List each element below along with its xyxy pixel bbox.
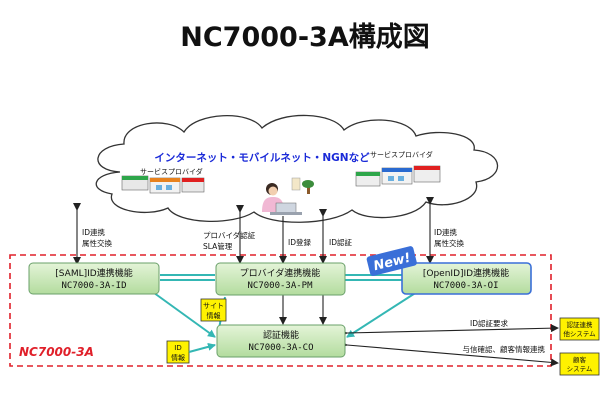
external-customer-system: 顧客 システム bbox=[559, 352, 600, 376]
user-at-laptop-icon bbox=[262, 177, 314, 215]
edge-label-id-link-right: ID連携 bbox=[434, 227, 457, 237]
module-oi-code: NC7000-3A-OI bbox=[433, 281, 498, 291]
service-provider-right-label: サービスプロバイダ bbox=[370, 150, 433, 159]
module-provider-pm: プロバイダ連携機能 NC7000-3A-PM bbox=[215, 262, 346, 296]
new-badge: New! bbox=[366, 246, 417, 276]
edge-label-id-auth: ID認証 bbox=[329, 237, 352, 247]
note-site-line1: サイト bbox=[203, 302, 224, 310]
external-auth-system: 認証連携 他システム bbox=[559, 317, 600, 341]
service-provider-left-label: サービスプロバイダ bbox=[140, 167, 203, 176]
module-arrows bbox=[279, 295, 559, 367]
note-id-line2: 情報 bbox=[171, 353, 185, 362]
diagram-title: NC7000-3A構成図 bbox=[180, 22, 429, 53]
network-label: インターネット・モバイルネット・NGNなど bbox=[154, 151, 370, 164]
cloud-links bbox=[73, 197, 434, 265]
module-pm-title: プロバイダ連携機能 bbox=[240, 267, 321, 279]
external-auth-line1: 認証連携 bbox=[567, 320, 594, 329]
service-provider-right-icon: サービスプロバイダ bbox=[355, 150, 441, 187]
note-id-info: ID 情報 bbox=[166, 340, 190, 364]
note-id-line1: ID bbox=[174, 344, 181, 352]
note-site-line2: 情報 bbox=[207, 311, 221, 320]
external-customer-line2: システム bbox=[567, 365, 593, 373]
system-label: NC7000-3A bbox=[19, 345, 94, 359]
module-openid-oi: [OpenID]ID連携機能 NC7000-3A-OI bbox=[401, 262, 532, 295]
id-info-link bbox=[188, 342, 216, 353]
edge-label-id-link-left: ID連携 bbox=[82, 227, 105, 237]
module-saml-code: NC7000-3A-ID bbox=[61, 281, 126, 291]
external-auth-line2: 他システム bbox=[563, 329, 596, 338]
module-pm-code: NC7000-3A-PM bbox=[247, 281, 313, 291]
edge-label-id-register: ID登録 bbox=[288, 237, 311, 247]
edge-label-attr-exchange-left: 属性交換 bbox=[82, 238, 112, 248]
note-site-info: サイト 情報 bbox=[200, 298, 227, 322]
edge-label-provider-auth: プロバイダ認証 bbox=[203, 230, 256, 240]
module-saml-title: [SAML]ID連携機能 bbox=[55, 267, 132, 279]
module-auth-co: 認証機能 NC7000-3A-CO bbox=[216, 324, 346, 358]
module-oi-title: [OpenID]ID連携機能 bbox=[423, 267, 509, 279]
module-co-title: 認証機能 bbox=[263, 329, 299, 341]
edge-label-auth-request: ID認証要求 bbox=[470, 318, 508, 328]
edge-label-sla: SLA管理 bbox=[203, 241, 233, 251]
network-cloud bbox=[95, 114, 499, 223]
system-boundary bbox=[9, 254, 552, 367]
external-customer-line1: 顧客 bbox=[573, 355, 587, 364]
edge-label-info-link: 与信確認、顧客情報連携 bbox=[463, 344, 546, 354]
module-saml-id: [SAML]ID連携機能 NC7000-3A-ID bbox=[28, 262, 160, 295]
module-co-code: NC7000-3A-CO bbox=[248, 343, 313, 353]
service-provider-left-icon: サービスプロバイダ bbox=[121, 167, 205, 194]
edge-label-attr-exchange-right: 属性交換 bbox=[434, 238, 464, 248]
